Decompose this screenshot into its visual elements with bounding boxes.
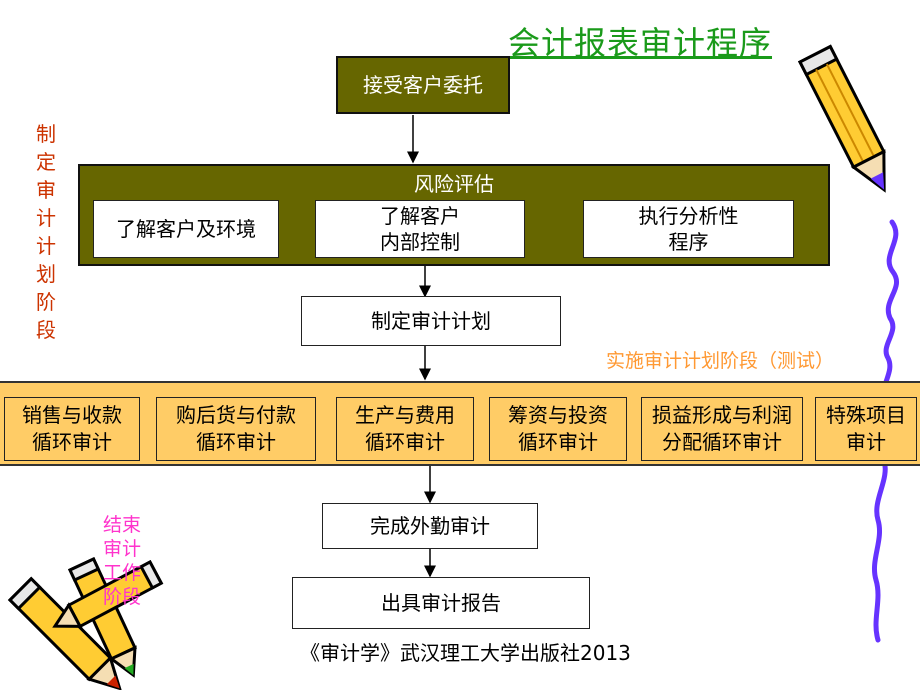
risk-item-understand-client: 了解客户及环境 [93, 200, 279, 258]
node-label: 了解客户 内部控制 [380, 204, 460, 254]
node-label: 筹资与投资 循环审计 [508, 403, 608, 454]
pencil-icon [797, 44, 886, 193]
node-label: 执行分析性 程序 [638, 204, 739, 254]
risk-assessment-title: 风险评估 [414, 172, 494, 196]
node-label: 完成外勤审计 [370, 514, 490, 538]
cycle-financing-investing: 筹资与投资 循环审计 [489, 397, 627, 461]
stage-label-implementation: 实施审计计划阶段（测试） [606, 350, 835, 372]
cycle-special-items: 特殊项目 审计 [815, 397, 917, 461]
node-label: 销售与收款 循环审计 [22, 403, 122, 454]
node-label: 特殊项目 审计 [826, 403, 906, 454]
cycle-purchase-payment: 购后货与付款 循环审计 [156, 397, 316, 461]
source-footer: 《审计学》武汉理工大学出版社2013 [300, 641, 631, 665]
cycle-profit-distribution: 损益形成与利润 分配循环审计 [641, 397, 803, 461]
pencil-icon [52, 559, 164, 629]
page-title: 会计报表审计程序 [508, 24, 773, 62]
node-label: 了解客户及环境 [116, 217, 256, 241]
node-label: 购后货与付款 循环审计 [176, 403, 296, 454]
pencil-icon [7, 576, 122, 690]
cycle-sales-collection: 销售与收款 循环审计 [4, 397, 140, 461]
node-label: 损益形成与利润 分配循环审计 [652, 403, 792, 454]
risk-item-internal-control: 了解客户 内部控制 [315, 200, 525, 258]
node-audit-plan: 制定审计计划 [301, 296, 561, 346]
node-complete-fieldwork: 完成外勤审计 [322, 503, 538, 549]
node-issue-report: 出具审计报告 [292, 577, 590, 629]
stage-label-completion: 结束审计工作阶段 [102, 514, 141, 608]
stage-label-planning: 制定审计计划阶段 [36, 122, 56, 342]
node-label: 出具审计报告 [381, 591, 501, 615]
node-label: 生产与费用 循环审计 [355, 403, 455, 454]
node-label: 制定审计计划 [371, 309, 491, 333]
node-label: 接受客户委托 [363, 73, 483, 97]
cycle-production-expense: 生产与费用 循环审计 [336, 397, 474, 461]
node-accept-engagement: 接受客户委托 [336, 56, 510, 114]
risk-item-analytical-procedures: 执行分析性 程序 [583, 200, 794, 258]
